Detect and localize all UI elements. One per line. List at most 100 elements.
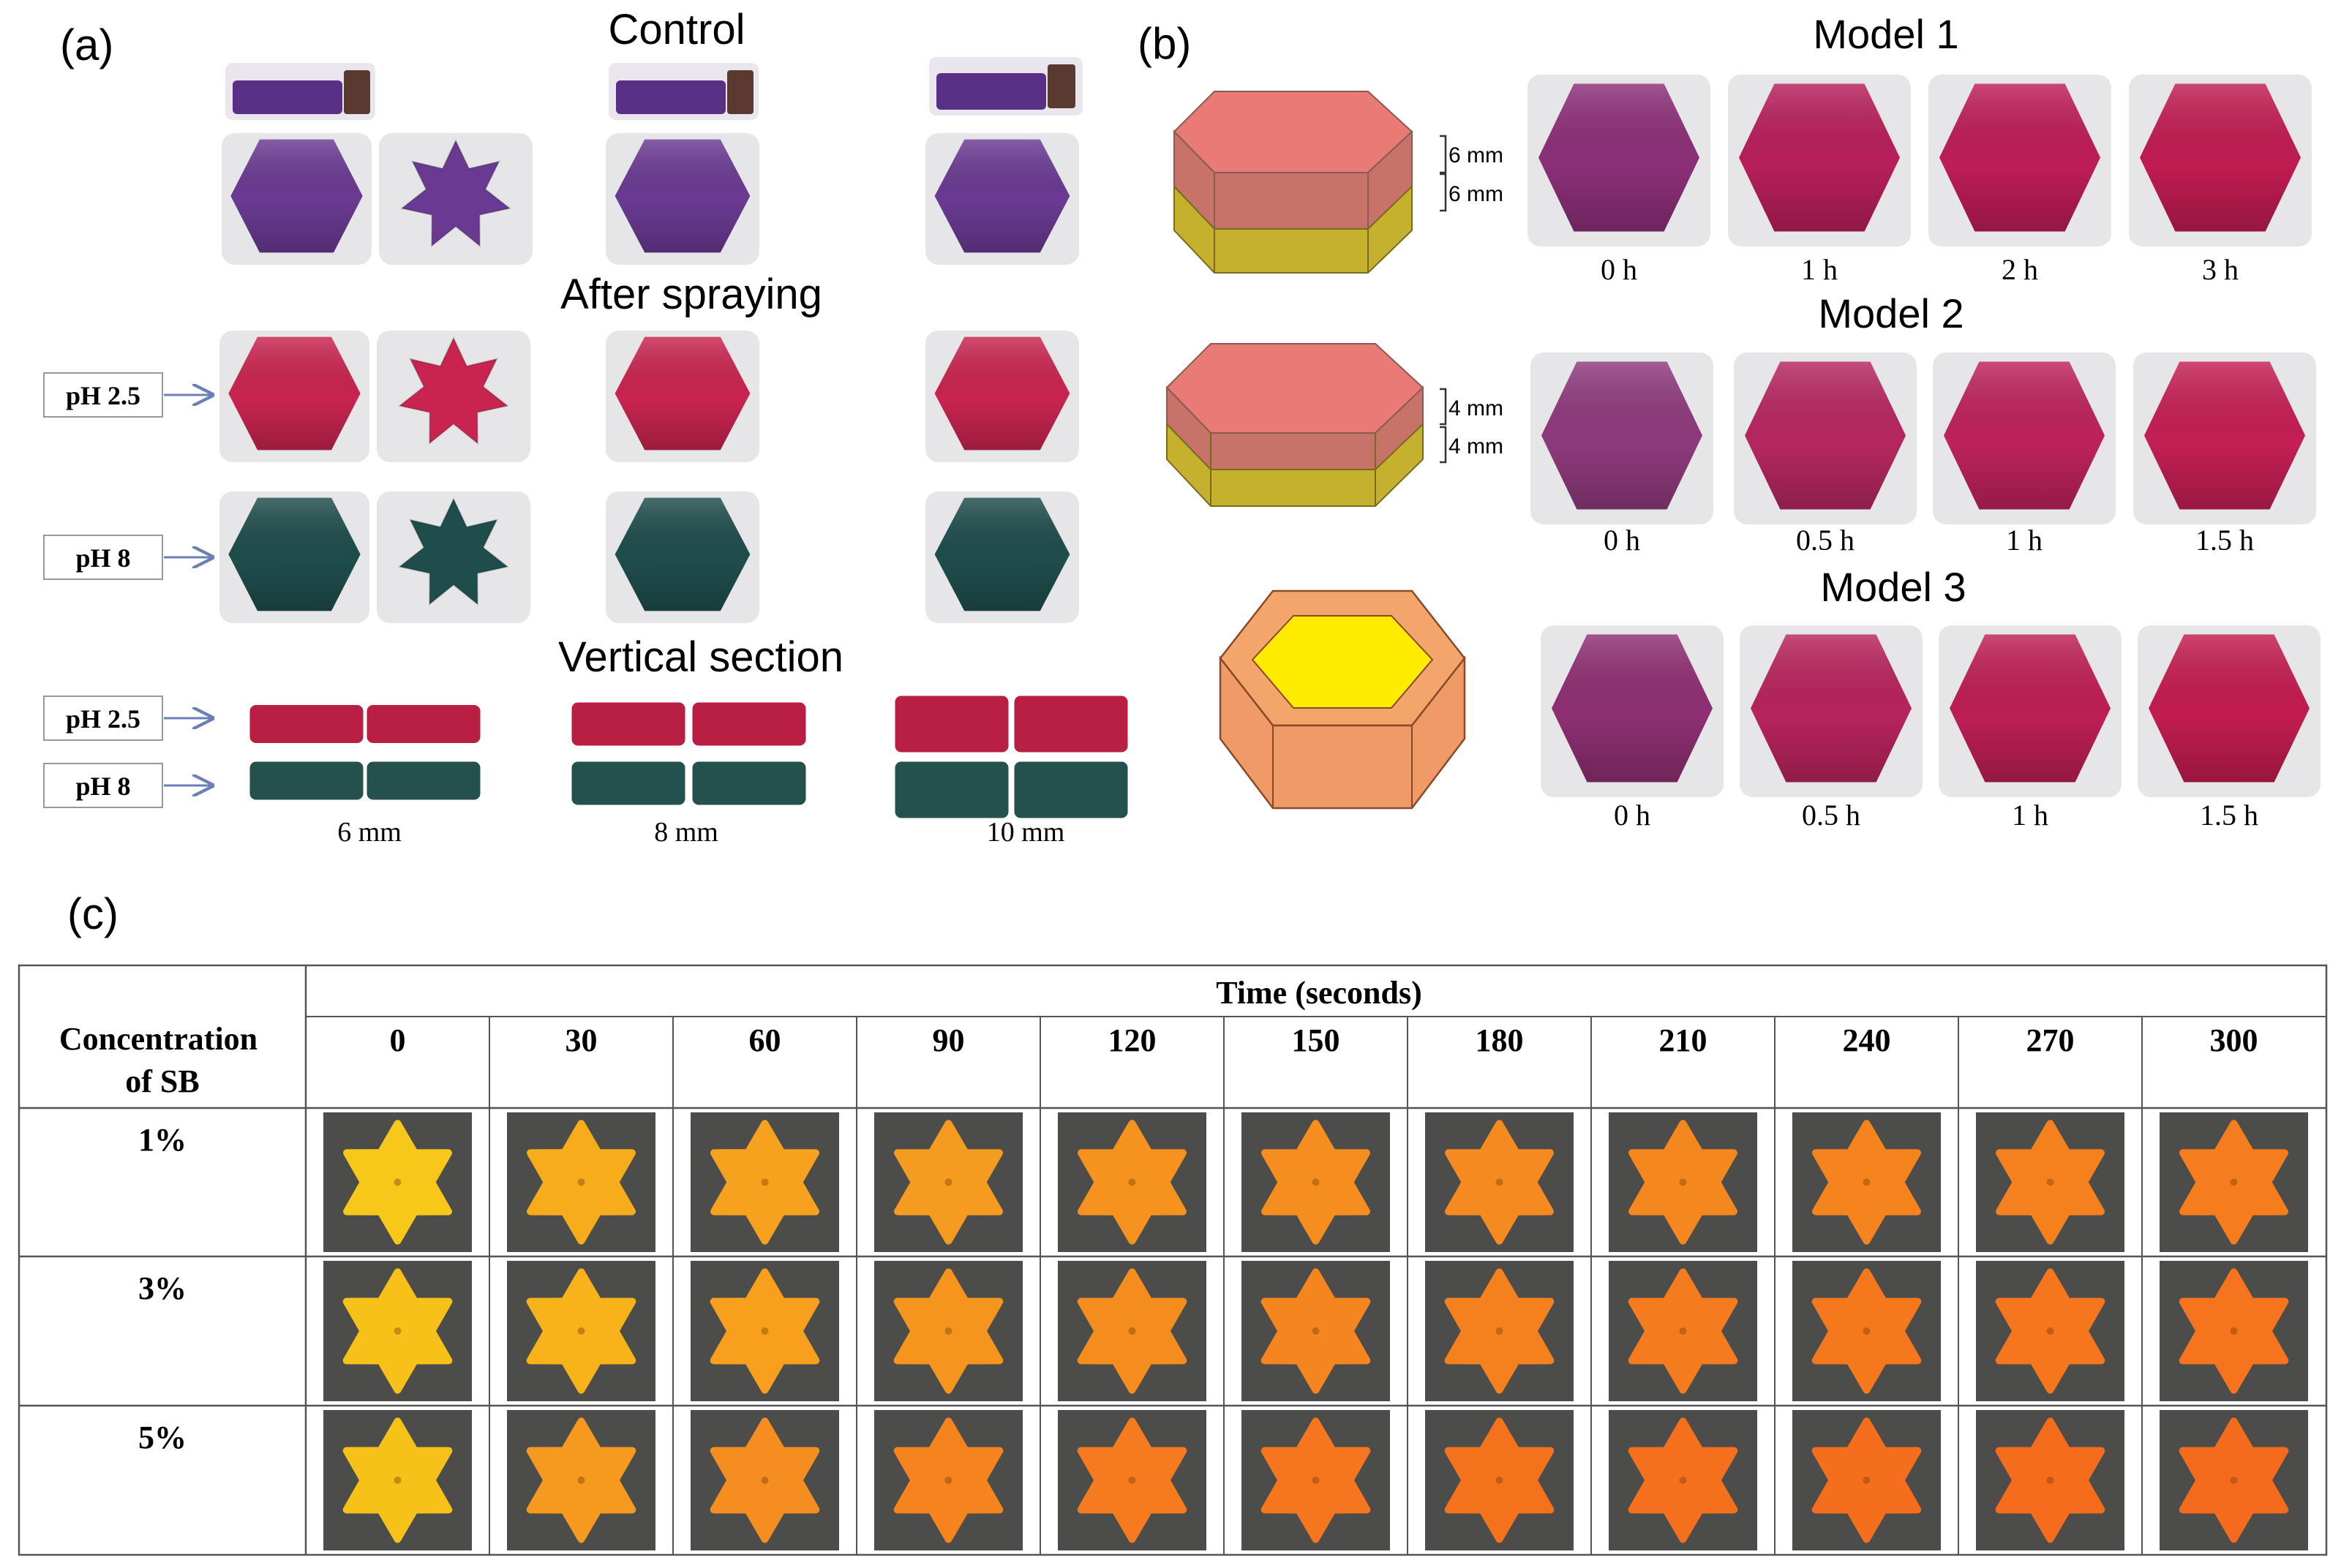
model-3-title: Model 3 bbox=[1820, 564, 1966, 610]
time-col-270: 270 bbox=[2026, 1022, 2075, 1058]
ph-label-box-spray-1: pH 2.5 bbox=[43, 372, 212, 418]
ph-label-box-section-2: pH 8 bbox=[43, 763, 212, 808]
model-3-schematic bbox=[1219, 589, 1466, 810]
time-col-0: 0 bbox=[390, 1022, 406, 1058]
flower-cell-2-7 bbox=[1425, 1261, 1574, 1401]
concentration-1: 1% bbox=[138, 1122, 187, 1158]
model-3-time-3: 1 h bbox=[2012, 799, 2048, 832]
spray-flower-6mm-2 bbox=[377, 491, 530, 623]
time-col-300: 300 bbox=[2210, 1022, 2258, 1058]
spray-hex-6mm-1 bbox=[219, 331, 369, 462]
flower-cell-3-5 bbox=[1058, 1410, 1206, 1550]
time-col-150: 150 bbox=[1292, 1022, 1340, 1058]
model-1-time-3: 2 h bbox=[2002, 253, 2038, 286]
spray-hex-10mm-1 bbox=[925, 331, 1079, 462]
flower-cell-1-3 bbox=[691, 1112, 839, 1252]
model-2-layer-bottom: 4 mm bbox=[1448, 434, 1503, 459]
thickness-label-1: 6 mm bbox=[337, 817, 402, 848]
panel-a-label: (a) bbox=[60, 20, 113, 69]
spray-flower-6mm-1 bbox=[377, 331, 530, 462]
model-2-layer-top: 4 mm bbox=[1448, 396, 1503, 421]
control-samples bbox=[222, 133, 1079, 265]
section-slice-2-3-1 bbox=[893, 759, 1011, 821]
control-title: Control bbox=[609, 6, 745, 53]
model-2-time-4: 1.5 h bbox=[2195, 524, 2254, 557]
control-hex-6mm bbox=[222, 133, 372, 265]
flower-cell-2-5 bbox=[1058, 1261, 1206, 1401]
concentration-2: 3% bbox=[138, 1270, 187, 1306]
model-2-photo-4 bbox=[2133, 353, 2316, 524]
model-2-time-2: 0.5 h bbox=[1796, 524, 1855, 557]
model-1-layer-top: 6 mm bbox=[1448, 143, 1503, 167]
flower-cell-3-1 bbox=[323, 1410, 472, 1550]
section-slice-1-2-2 bbox=[690, 700, 808, 748]
panel-c: (c) Concentration of SB Time (seconds) 0… bbox=[18, 889, 2328, 1556]
model-2-time-3: 1 h bbox=[2006, 524, 2043, 557]
flower-cell-1-2 bbox=[507, 1112, 655, 1252]
panel-a: (a) Control After spraying Vertical sect… bbox=[43, 6, 1130, 848]
row-header-line-1: Concentration bbox=[59, 1021, 258, 1057]
flower-cell-3-6 bbox=[1241, 1410, 1390, 1550]
control-hex-10mm bbox=[925, 133, 1079, 265]
concentration-3: 5% bbox=[138, 1420, 187, 1455]
flower-cell-1-11 bbox=[2160, 1112, 2308, 1252]
section-samples bbox=[247, 693, 1130, 821]
model-1-schematic: 6 mm 6 mm bbox=[1173, 91, 1503, 274]
flower-cell-2-6 bbox=[1241, 1261, 1390, 1401]
model-1-photo-3 bbox=[1928, 75, 2111, 246]
flower-cell-1-1 bbox=[323, 1112, 472, 1252]
control-side-strips bbox=[225, 57, 1083, 120]
model-2-photo-1 bbox=[1530, 353, 1713, 524]
model-1-photo-4 bbox=[2129, 75, 2312, 246]
flower-cell-3-7 bbox=[1425, 1410, 1574, 1550]
flower-cell-1-7 bbox=[1425, 1112, 1574, 1252]
thickness-label-2: 8 mm bbox=[654, 817, 718, 848]
flower-cell-1-9 bbox=[1792, 1112, 1941, 1252]
section-slice-2-1-2 bbox=[364, 759, 483, 802]
model-3-photo-4 bbox=[2138, 625, 2321, 797]
section-slice-2-3-2 bbox=[1012, 759, 1130, 821]
flower-cell-3-9 bbox=[1792, 1410, 1941, 1550]
ph-label-box-spray-2: pH 8 bbox=[43, 535, 212, 580]
flower-cell-3-8 bbox=[1609, 1410, 1757, 1550]
time-col-180: 180 bbox=[1476, 1022, 1524, 1058]
flower-cell-3-10 bbox=[1976, 1410, 2124, 1550]
model-2-photo-3 bbox=[1933, 353, 2116, 524]
spray-samples bbox=[219, 331, 1079, 623]
flower-cell-3-4 bbox=[874, 1410, 1023, 1550]
model-2-schematic: 4 mm 4 mm bbox=[1165, 343, 1503, 507]
panel-b-label: (b) bbox=[1138, 19, 1191, 68]
vertical-section-title: Vertical section bbox=[558, 633, 843, 681]
spray-hex-10mm-2 bbox=[925, 491, 1079, 623]
section-slice-1-2-1 bbox=[569, 700, 688, 748]
time-col-120: 120 bbox=[1108, 1022, 1157, 1058]
model-2-title: Model 2 bbox=[1818, 290, 1964, 336]
model-2-time-1: 0 h bbox=[1604, 524, 1640, 557]
flower-cell-2-2 bbox=[507, 1261, 655, 1401]
spray-hex-6mm-2 bbox=[219, 491, 369, 623]
flower-cell-1-6 bbox=[1241, 1112, 1390, 1252]
flower-cell-1-8 bbox=[1609, 1112, 1757, 1252]
flower-cell-2-3 bbox=[691, 1261, 839, 1401]
ph-label-section-1: pH 2.5 bbox=[66, 704, 140, 734]
model-1-title: Model 1 bbox=[1813, 11, 1958, 57]
thickness-label-3: 10 mm bbox=[987, 817, 1065, 848]
flower-cell-2-10 bbox=[1976, 1261, 2124, 1401]
model-3-time-1: 0 h bbox=[1614, 799, 1650, 832]
flower-cell-1-4 bbox=[874, 1112, 1023, 1252]
model-1-time-2: 1 h bbox=[1801, 253, 1838, 286]
model-3-photo-3 bbox=[1939, 625, 2122, 797]
time-header: Time (seconds) bbox=[1216, 975, 1422, 1011]
model-1-layer-bottom: 6 mm bbox=[1448, 182, 1503, 206]
spray-hex-8mm-1 bbox=[606, 331, 759, 462]
section-slice-1-3-1 bbox=[893, 693, 1011, 755]
model-3-time-4: 1.5 h bbox=[2200, 799, 2258, 832]
flower-cell-2-8 bbox=[1609, 1261, 1757, 1401]
time-col-240: 240 bbox=[1843, 1022, 1891, 1058]
control-hex-8mm bbox=[606, 133, 759, 265]
control-flower-6mm bbox=[379, 133, 533, 265]
section-slice-1-1-2 bbox=[364, 703, 483, 745]
